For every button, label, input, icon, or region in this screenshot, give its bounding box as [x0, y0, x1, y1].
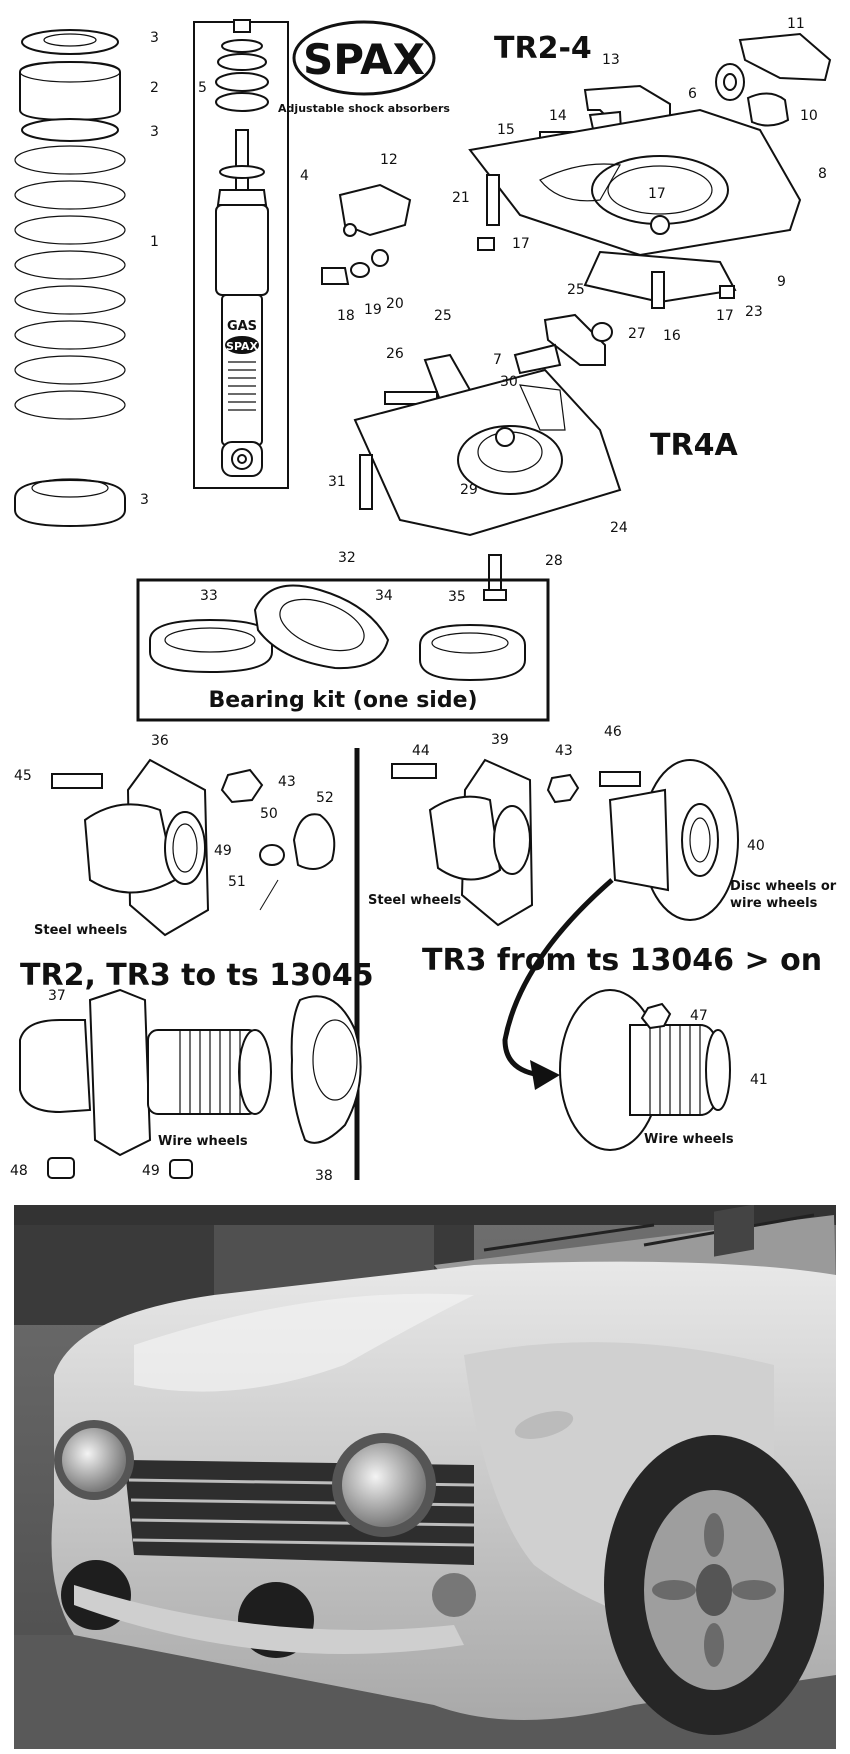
part-number: 49 [214, 843, 232, 859]
part-number: 51 [228, 874, 246, 890]
disc-wire-label-line1: Disc wheels or [730, 879, 837, 894]
hub-steel-left: Steel wheels [34, 758, 336, 938]
part-number: 13 [602, 52, 620, 68]
tr4a-plate-assembly [353, 313, 622, 601]
disc-wire-label-line2: wire wheels [730, 896, 818, 911]
part-number: 3 [140, 492, 149, 508]
part-number: 28 [545, 553, 563, 569]
wire-wheels-left-label: Wire wheels [158, 1134, 248, 1149]
part-number: 45 [14, 768, 32, 784]
part-number: 25 [434, 308, 452, 324]
part-number: 37 [48, 988, 66, 1004]
part-number: 16 [663, 328, 681, 344]
spring-group [14, 29, 126, 528]
part-number: 39 [491, 732, 509, 748]
part-number: 31 [328, 474, 346, 490]
part-number: 21 [452, 190, 470, 206]
heading-tr2-tr3: TR2, TR3 to ts 13045 [20, 958, 374, 993]
part-number: 2 [150, 80, 159, 96]
hub-wire-left: Wire wheels [19, 988, 362, 1179]
part-number: 7 [493, 352, 502, 368]
part-number: 43 [555, 743, 573, 759]
part-number: 36 [151, 733, 169, 749]
spax-logo-text: SPAX [303, 35, 425, 84]
heading-tr4a: TR4A [650, 428, 738, 463]
part-number: 30 [500, 374, 518, 390]
part-number: 50 [260, 806, 278, 822]
part-number: 32 [338, 550, 356, 566]
car-photo [14, 1205, 836, 1749]
bracket-11-group [321, 183, 412, 285]
spax-logo: SPAX Adjustable shock absorbers [278, 20, 450, 115]
part-number: 40 [747, 838, 765, 854]
part-number: 52 [316, 790, 334, 806]
part-number: 18 [337, 308, 355, 324]
part-number: 26 [386, 346, 404, 362]
steel-wheels-right-label: Steel wheels [368, 893, 462, 908]
arrow [502, 878, 614, 1090]
part-number: 34 [375, 588, 393, 604]
part-number: 3 [150, 124, 159, 140]
part-number: 17 [716, 308, 734, 324]
part-number: 35 [448, 589, 466, 605]
part-number: 3 [150, 30, 159, 46]
part-number: 8 [818, 166, 827, 182]
part-number: 43 [278, 774, 296, 790]
part-number: 41 [750, 1072, 768, 1088]
shock-gas-label: GAS [227, 319, 257, 334]
part-number: 47 [690, 1008, 708, 1024]
part-number: 44 [412, 743, 430, 759]
part-number: 19 [364, 302, 382, 318]
tr2-4-plate-assembly [468, 32, 832, 309]
part-number: 11 [787, 16, 805, 32]
part-number-labels: 3 2 3 1 3 5 4 12 18 19 20 11 13 6 10 14 … [10, 16, 827, 1184]
steel-wheels-left-label: Steel wheels [34, 923, 128, 938]
part-number: 27 [628, 326, 646, 342]
heading-tr2-4: TR2-4 [494, 31, 592, 66]
bearing-kit-title: Bearing kit (one side) [208, 688, 477, 713]
parts-diagram: GAS SPAX SPAX Adjustable shock absorbers… [10, 16, 837, 1184]
part-number: 17 [648, 186, 666, 202]
part-number: 9 [777, 274, 786, 290]
part-number: 14 [549, 108, 567, 124]
part-number: 1 [150, 234, 159, 250]
part-number: 12 [380, 152, 398, 168]
part-number: 15 [497, 122, 515, 138]
part-number: 49 [142, 1163, 160, 1179]
spax-tagline: Adjustable shock absorbers [278, 102, 450, 115]
shock-absorber-box: GAS SPAX [193, 19, 289, 489]
part-number: 48 [10, 1163, 28, 1179]
part-number: 20 [386, 296, 404, 312]
part-number: 38 [315, 1168, 333, 1184]
part-number: 6 [688, 86, 697, 102]
part-number: 24 [610, 520, 628, 536]
part-number: 33 [200, 588, 218, 604]
shock-spax-label: SPAX [226, 340, 258, 353]
part-number: 10 [800, 108, 818, 124]
hub-wire-right: Wire wheels [559, 989, 734, 1151]
part-number: 4 [300, 168, 309, 184]
heading-tr3-on: TR3 from ts 13046 > on [422, 943, 822, 978]
hub-disc-right: Disc wheels or wire wheels [608, 759, 837, 921]
part-number: 17 [512, 236, 530, 252]
wire-wheels-right-label: Wire wheels [644, 1132, 734, 1147]
part-number: 29 [460, 482, 478, 498]
part-number: 46 [604, 724, 622, 740]
part-number: 25 [567, 282, 585, 298]
part-number: 23 [745, 304, 763, 320]
bearing-kit: Bearing kit (one side) [136, 578, 550, 722]
part-number: 5 [198, 80, 207, 96]
hub-steel-right: Steel wheels [368, 758, 641, 927]
